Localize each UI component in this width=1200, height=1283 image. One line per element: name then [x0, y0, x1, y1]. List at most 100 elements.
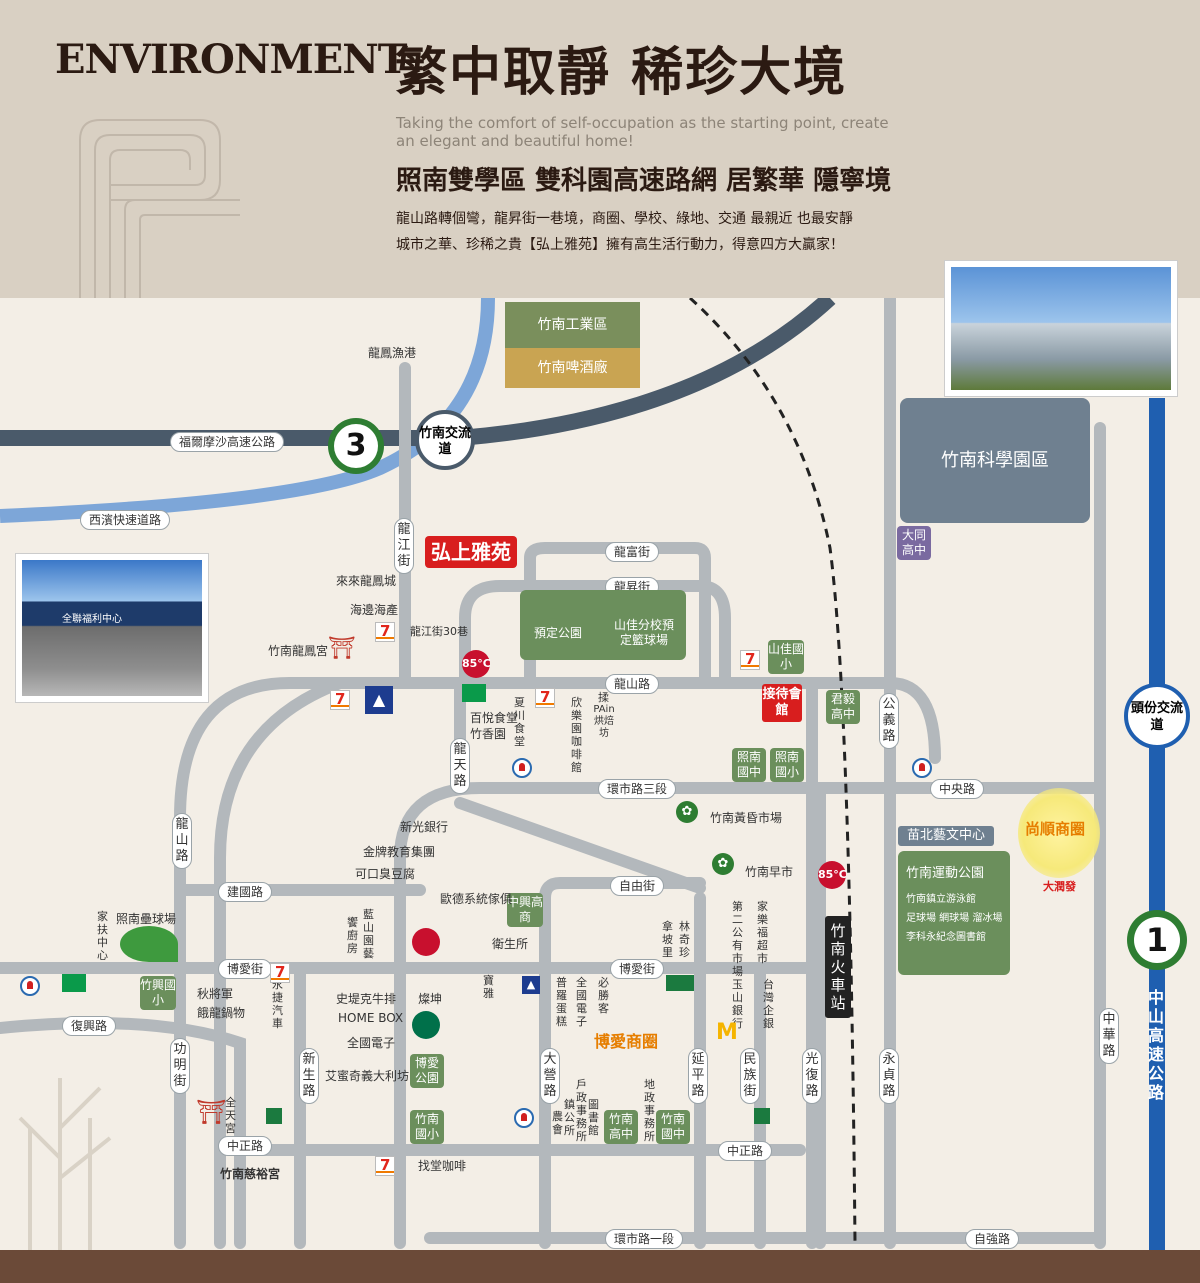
second-market-label: 第二公有市場 — [732, 900, 743, 978]
boai-st-label: 博愛街 — [218, 959, 273, 979]
miaobei-arts-center: 苗北藝文中心 — [898, 826, 994, 846]
header-deco-lines — [79, 119, 240, 300]
diagonal-road-line — [454, 797, 706, 894]
longfu-st-label: 龍富街 — [605, 542, 660, 562]
zhunan-elementary: 竹南國小 — [410, 1110, 444, 1144]
longtian-rd-label: 龍天路 — [450, 738, 470, 794]
puluo-cake-label: 普羅蛋糕 — [556, 976, 567, 1028]
science-park-image — [951, 267, 1171, 390]
temple-icon: ⛩ — [328, 636, 356, 661]
pain-bakery-label: PAin烘焙坊 — [593, 704, 615, 739]
quantian-temple-label: 全天宮 — [225, 1096, 236, 1135]
pain-top-label: 揉 — [598, 691, 609, 704]
pharmacy-icon — [754, 1108, 770, 1124]
xibin-expressway-label: 西濱快速道路 — [80, 510, 171, 530]
zhunan-middle-school: 竹南國中 — [656, 1110, 690, 1144]
headline: 照南雙學區 雙科園高速路網 居繁華 隱寧境 — [396, 166, 892, 196]
footer-bar — [0, 1250, 1200, 1283]
baiyue-restaurant-label: 百悅食堂 — [470, 711, 519, 725]
zhunan-sports-park: 竹南運動公園 — [906, 866, 985, 881]
subtitle-english-line1: Taking the comfort of self-occupation as… — [396, 114, 889, 132]
map-roads-layer — [0, 298, 1165, 1250]
boai-st-label-2: 博愛街 — [610, 959, 665, 979]
longshan-rd-vertical-label: 龍山路 — [172, 813, 192, 869]
kekou-tofu-label: 可口臭豆腐 — [355, 867, 416, 881]
seven-eleven-icon — [270, 963, 290, 983]
seven-eleven-icon — [535, 688, 555, 708]
park-block — [520, 590, 686, 660]
carrefour-label: 家樂福超市 — [757, 900, 768, 965]
familymart-icon — [62, 974, 86, 992]
daying-rd-label: 大營路 — [540, 1048, 560, 1104]
zhongyang-rd-label: 中央路 — [930, 779, 985, 799]
xiangchu-label: 饗廚房 — [347, 916, 358, 955]
zhongshan-freeway-label: 中山高速公路 — [1148, 988, 1165, 1102]
sports-park-block — [898, 851, 1010, 975]
zhunan-interchange: 竹南交流道 — [415, 410, 475, 470]
jinpai-education-label: 金牌教育集團 — [363, 845, 436, 859]
seven-eleven-icon — [375, 1156, 395, 1176]
sports-facility-3: 李科永紀念圖書館 — [906, 932, 986, 943]
land-office-label: 地政事務所 — [644, 1078, 655, 1143]
subtitle-english-line2: an elegant and beautiful home! — [396, 132, 634, 150]
location-map: 3 1 竹南交流道 頭份交流道 福爾摩沙高速公路 西濱快速道路 中山高速公路 竹… — [0, 260, 1200, 1250]
tree-decoration — [18, 1078, 112, 1250]
haibian-seafood-label: 海邊海產 — [350, 603, 399, 617]
fuxing-rd-line — [0, 1017, 246, 1249]
esun-bank-label: 玉山銀行 — [732, 978, 743, 1030]
longshan-rd-line — [284, 677, 941, 764]
zhongxing-commercial-high: 中興高商 — [507, 893, 543, 927]
homebox-label: HOME BOX — [338, 1011, 404, 1025]
huanghun-market-label: 竹南黃昏市場 — [710, 811, 783, 825]
project-hongshang-yayuan: 弘上雅苑 — [425, 536, 517, 568]
tsannkuen-label: 燦坤 — [418, 992, 443, 1006]
zhuxiang-label: 竹香園 — [470, 727, 507, 741]
post-office-icon — [20, 976, 40, 996]
planned-park: 預定公園 — [534, 626, 583, 640]
description-line2: 城市之華、珍稀之貴【弘上雅苑】擁有高生活行動力，得意四方大贏家！ — [396, 237, 844, 253]
railway-line — [688, 298, 857, 1244]
boai-park: 博愛公園 — [410, 1054, 444, 1088]
zhaonan-middle-school: 照南國中 — [732, 748, 766, 782]
post-office-icon — [514, 1108, 534, 1128]
shangshun-glow — [1018, 788, 1100, 878]
zhongzheng-rd-label-2: 中正路 — [718, 1141, 773, 1161]
longjiang-st-label: 龍江街 — [394, 518, 414, 574]
zhaotang-cafe-label: 找堂咖啡 — [418, 1159, 467, 1173]
highway-3-number: 3 — [334, 424, 378, 468]
xinsheng-rd-label: 新生路 — [299, 1048, 319, 1104]
market-icon: ✿ — [712, 853, 734, 875]
formosa-freeway-line — [0, 298, 836, 446]
zhonghua-rd-label: 中華路 — [1099, 1008, 1119, 1064]
seven-eleven-icon — [740, 650, 760, 670]
jianguo-rd-label: 建國路 — [218, 882, 273, 902]
baseball-field-icon — [120, 926, 178, 962]
inner-arc-line — [214, 677, 346, 1249]
huanshi-1-label: 環市路一段 — [605, 1229, 684, 1249]
title-english: ENVIRONMENT — [55, 36, 408, 83]
temple-icon: ⛩ — [196, 1098, 227, 1126]
pizza-hut-label: 必勝客 — [598, 976, 609, 1015]
ciyu-temple-label: 竹南慈裕宮 — [220, 1167, 281, 1181]
shanjia-branch-court: 山佳分校預定籃球場 — [613, 618, 674, 647]
boai-shopping-area: 博愛商圈 — [594, 1032, 659, 1051]
supermarket-image: 全聯福利中心 — [22, 560, 202, 696]
farmers-association-label: 農會 — [552, 1110, 563, 1136]
aimi-italian-label: 艾蜜奇義大利坊 — [325, 1069, 410, 1083]
highway-1-number: 1 — [1134, 917, 1180, 963]
watsons-icon — [666, 975, 694, 991]
gongming-st-label: 功明街 — [170, 1038, 190, 1094]
title-chinese: 繁中取靜 稀珍大境 — [395, 42, 848, 103]
sports-facility-1: 竹南鎮立游泳館 — [906, 894, 976, 905]
mcdonalds-icon: M — [716, 1020, 738, 1045]
sports-facility-2: 足球場 網球場 溜冰場 — [906, 913, 1003, 924]
taiwan-business-bank-label: 台灣企銀 — [763, 978, 774, 1030]
huanshi-3-line — [394, 782, 1106, 1249]
kfc-icon — [412, 928, 440, 956]
junyi-high-school: 君毅高中 — [826, 690, 860, 724]
shanjia-elementary: 山佳國小 — [768, 640, 804, 674]
science-park: 竹南科學園區 — [900, 398, 1090, 523]
cafe-85c-icon: 85°C — [818, 861, 847, 889]
napoli-label: 拿坡里 — [662, 920, 673, 959]
yanping-rd-label: 延平路 — [688, 1048, 708, 1104]
